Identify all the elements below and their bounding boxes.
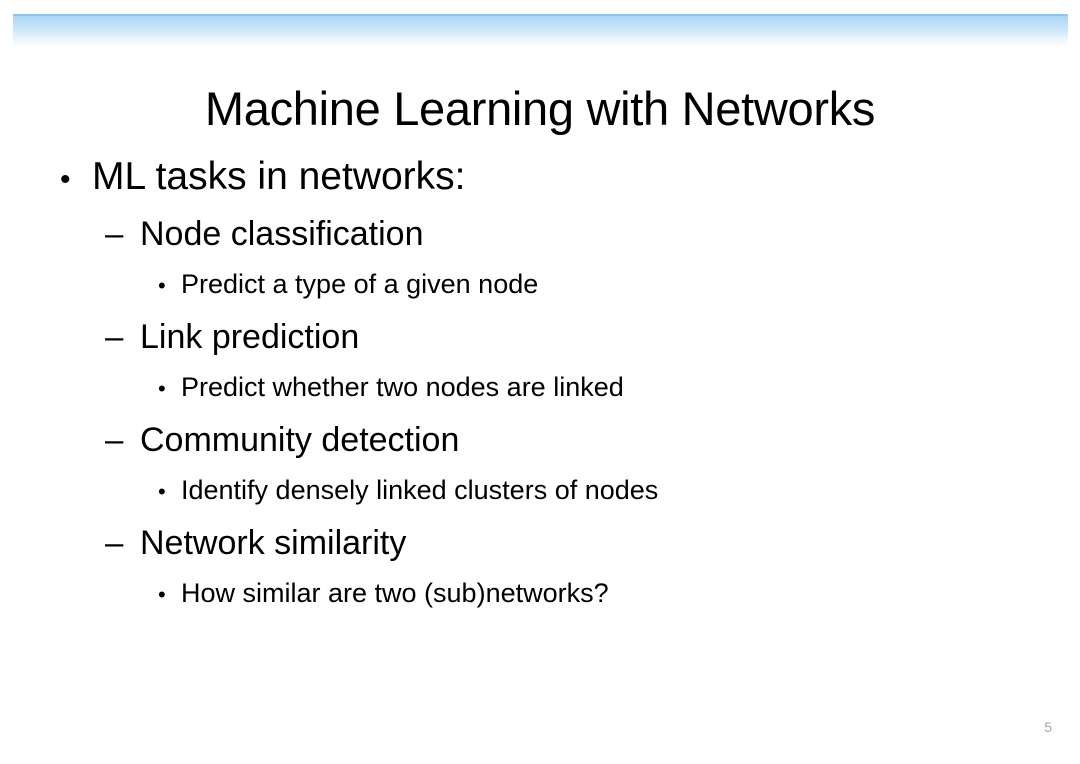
outline-group: – Node classification • Predict a type o… <box>0 209 1080 311</box>
outline-level2-item: – Node classification <box>0 209 1080 259</box>
outline-level3-item: • Predict whether two nodes are linked <box>0 362 1080 414</box>
outline-level3-label: Predict a type of a given node <box>181 269 539 299</box>
page-title: Machine Learning with Networks <box>204 82 876 136</box>
outline-level1-label: ML tasks in networks: <box>92 155 466 198</box>
bullet-dot-icon: • <box>60 163 71 196</box>
page-number: 5 <box>1044 719 1052 735</box>
outline-level3-item: • How similar are two (sub)networks? <box>0 568 1080 620</box>
slide-header-banner-edge <box>13 14 1068 16</box>
outline-level2-label: Node classification <box>140 215 424 253</box>
bullet-dash-icon: – <box>105 318 124 355</box>
bullet-dash-icon: – <box>105 421 124 458</box>
outline-level1-item: • ML tasks in networks: <box>0 148 1080 209</box>
outline-level2-item: – Link prediction <box>0 312 1080 362</box>
outline-group: – Network similarity • How similar are t… <box>0 518 1080 620</box>
outline-level3-label: How similar are two (sub)networks? <box>181 578 609 608</box>
outline-level2-item: – Community detection <box>0 415 1080 465</box>
outline-level3-label: Predict whether two nodes are linked <box>181 372 624 402</box>
bullet-dot-icon: • <box>158 582 166 607</box>
bullet-dot-icon: • <box>158 479 166 504</box>
outline-level2-item: – Network similarity <box>0 518 1080 568</box>
outline-level3-item: • Predict a type of a given node <box>0 259 1080 311</box>
outline-level2-label: Link prediction <box>140 318 360 356</box>
bullet-dot-icon: • <box>158 376 166 401</box>
outline-level2-label: Community detection <box>140 421 460 459</box>
bullet-dash-icon: – <box>105 524 124 561</box>
bullet-dot-icon: • <box>158 273 166 298</box>
outline-level3-item: • Identify densely linked clusters of no… <box>0 465 1080 517</box>
outline-level3-label: Identify densely linked clusters of node… <box>181 475 659 505</box>
outline-group: – Link prediction • Predict whether two … <box>0 312 1080 414</box>
slide-body-outline: • ML tasks in networks: – Node classific… <box>0 148 1080 621</box>
outline-group: – Community detection • Identify densely… <box>0 415 1080 517</box>
slide-header-banner <box>13 14 1068 47</box>
bullet-dash-icon: – <box>105 215 124 252</box>
outline-level2-label: Network similarity <box>140 524 407 562</box>
